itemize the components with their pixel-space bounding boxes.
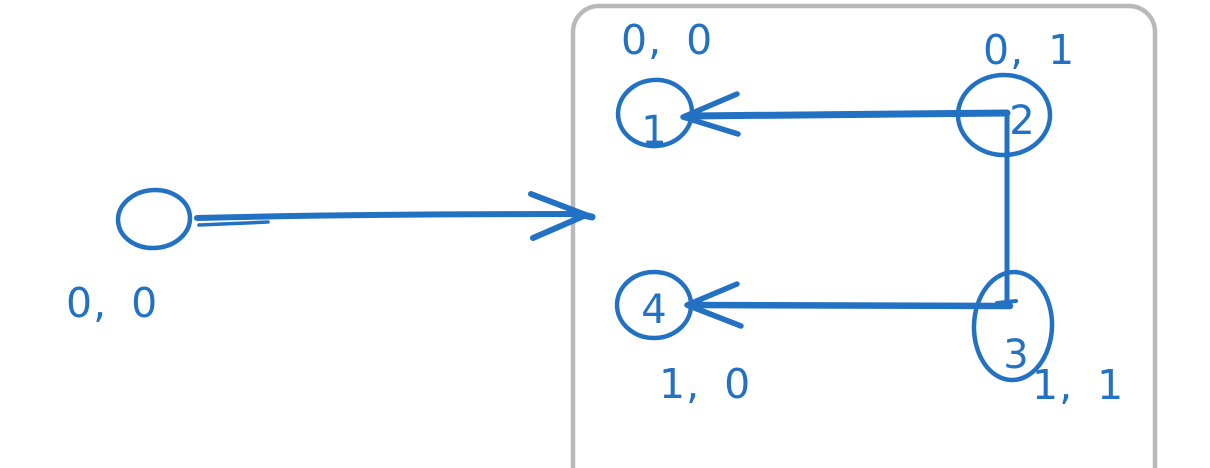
edge-3-4-arrow-head xyxy=(684,281,744,329)
node-1-coord-label: 0, 0 xyxy=(621,16,713,64)
node-2-circle xyxy=(955,72,1053,158)
transition-arrow-overstroke xyxy=(197,220,270,227)
transition-arrow-tip xyxy=(575,210,596,221)
node-2-coord-label: 0, 1 xyxy=(983,26,1075,74)
node-3-circle xyxy=(971,269,1055,383)
node-2-label: 2 xyxy=(1009,98,1034,144)
node-3-label: 3 xyxy=(1003,332,1028,378)
node-1-circle xyxy=(615,77,695,149)
edge-2-3-arrow-tick xyxy=(995,299,1018,305)
source-node-coord-label: 0, 0 xyxy=(66,279,158,327)
transition-arrow-line xyxy=(194,211,582,221)
node-4-coord-label: 1, 0 xyxy=(659,360,751,408)
edge-3-4-line xyxy=(689,301,1014,310)
node-3-coord-label: 1, 1 xyxy=(1032,361,1124,409)
edge-2-1-line xyxy=(686,109,1011,120)
source-node-circle xyxy=(115,187,193,251)
edge-2-1-arrow-head xyxy=(680,91,741,137)
node-4-label: 4 xyxy=(641,287,666,333)
label-layer: 0, 0 0, 0 1 0, 1 2 1, 1 3 1, 0 4 xyxy=(66,16,1124,409)
node-4-circle xyxy=(614,269,694,341)
node-1-label: 1 xyxy=(641,108,666,154)
ink-layer xyxy=(115,72,1055,383)
